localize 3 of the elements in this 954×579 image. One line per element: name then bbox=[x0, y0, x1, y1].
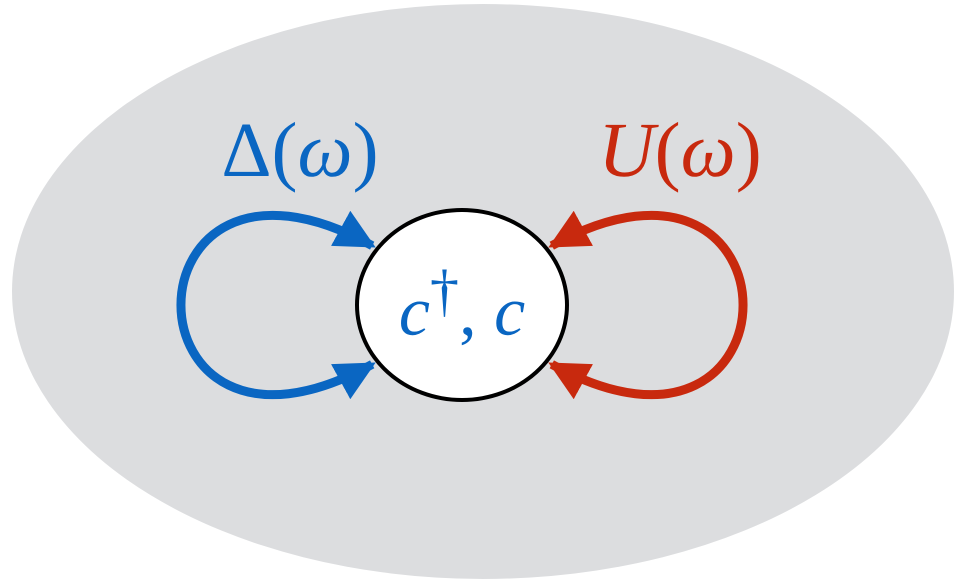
loop-arrow bbox=[176, 211, 376, 399]
operator-label: c$^{†}$, c bbox=[398, 262, 526, 348]
loop-arrow bbox=[548, 211, 748, 399]
